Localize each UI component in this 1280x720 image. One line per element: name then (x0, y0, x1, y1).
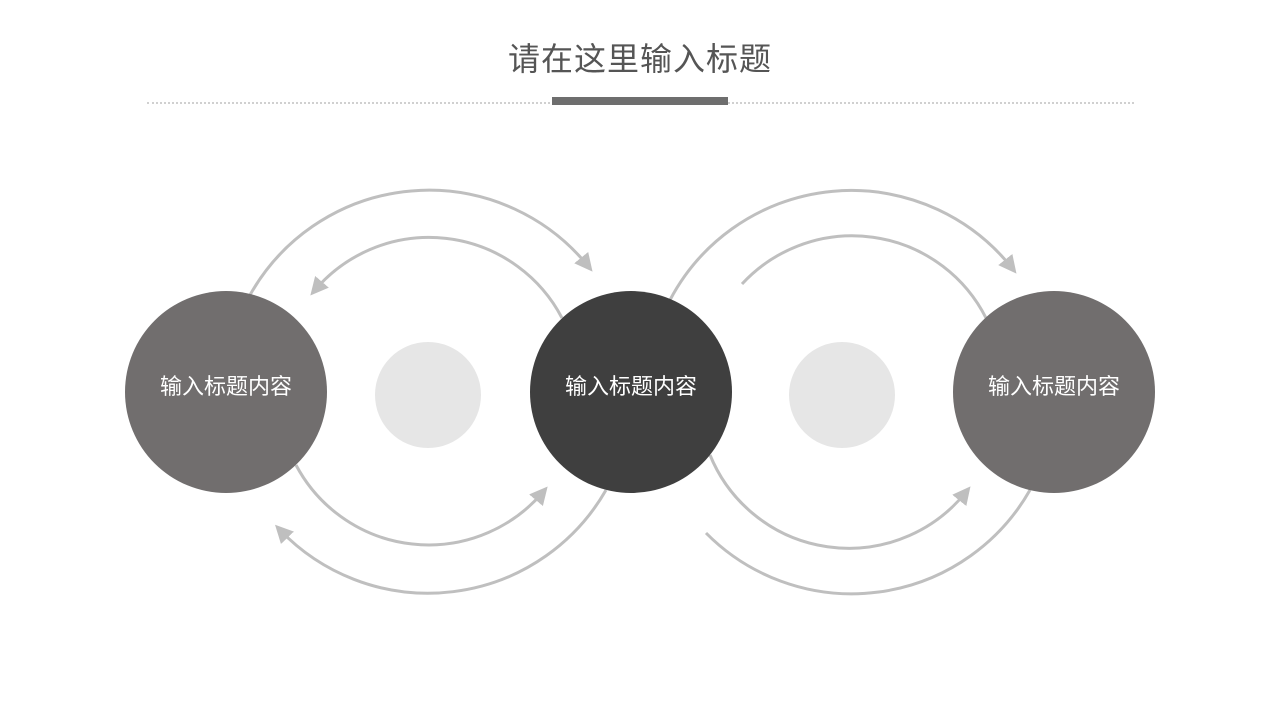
arrows-right-loop (668, 188, 1032, 596)
slide-title: 请在这里输入标题 (507, 40, 772, 78)
arrow-right-inner-bottom (708, 454, 971, 550)
arrow-left-outer-bottom (275, 489, 608, 595)
node-label-2: 输入标题内容 (564, 375, 697, 400)
node-circle-2 (530, 291, 732, 493)
arrow-right-inner-top (740, 234, 988, 319)
node-circle-1 (125, 291, 327, 493)
arrow-left-inner-bottom (294, 464, 548, 547)
arrow-right-outer-bottom (704, 489, 1032, 596)
arrows-left-loop (248, 188, 608, 595)
node-label-1: 输入标题内容 (159, 375, 292, 400)
node-circle-3 (953, 291, 1155, 493)
node-label-3: 输入标题内容 (987, 375, 1120, 400)
hub-circle-right (789, 342, 895, 448)
hub-circle-left (375, 342, 481, 448)
arrow-left-outer-top (248, 188, 593, 296)
arrow-left-inner-top (310, 235, 564, 319)
title-accent-bar (552, 97, 728, 105)
arrow-right-outer-top (668, 188, 1017, 301)
